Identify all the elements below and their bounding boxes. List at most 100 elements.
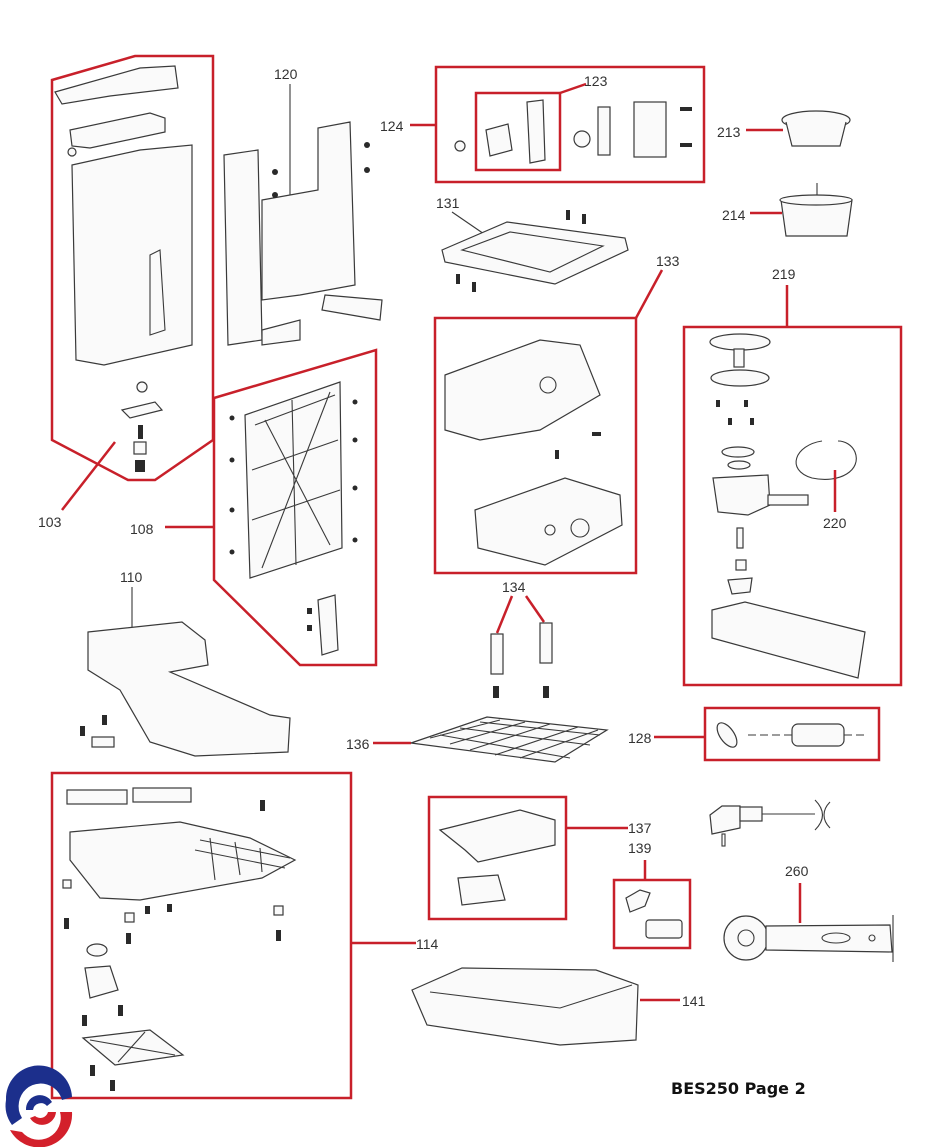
- valve-cap: [136, 381, 148, 393]
- back-panel-ribs: [251, 391, 341, 569]
- tray-float: [457, 874, 506, 906]
- screw: [110, 1080, 115, 1091]
- screw: [272, 192, 278, 198]
- valve-pin: [138, 425, 143, 439]
- pump-bracket: [597, 106, 611, 156]
- brew-head-arm: [767, 494, 809, 506]
- filter-basket-rim: [779, 194, 853, 206]
- screw: [728, 418, 732, 425]
- group-108-back-panel: 108: [130, 348, 378, 667]
- group-133-outline: [433, 316, 638, 575]
- screw: [744, 400, 748, 407]
- pump-screw: [680, 107, 692, 111]
- head-stem: [733, 348, 745, 368]
- screw: [456, 274, 460, 284]
- valve-spring: [133, 441, 147, 455]
- group-128-clamp: 128: [628, 706, 881, 762]
- group-139-outline: [612, 878, 692, 950]
- leader-133: [634, 269, 664, 319]
- screw: [555, 450, 559, 459]
- callout-260: 260: [785, 863, 809, 879]
- tamper-arm: [765, 924, 893, 953]
- callout-219: 219: [772, 266, 796, 282]
- tank-handle: [54, 65, 179, 105]
- shower-holder: [727, 460, 751, 470]
- screw: [566, 210, 570, 220]
- head-top-disc: [709, 333, 771, 351]
- shower-screen: [721, 446, 755, 458]
- bracket-clip: [91, 736, 115, 748]
- callout-134: 134: [502, 579, 526, 595]
- base-grid: [194, 837, 291, 881]
- leg-left: [490, 633, 504, 675]
- screw: [716, 400, 720, 407]
- back-panel-clip: [317, 594, 339, 656]
- group-131-tray-frame: 131: [436, 195, 629, 292]
- screw: [229, 457, 235, 463]
- pump-mount: [84, 965, 119, 999]
- screw: [126, 933, 131, 944]
- screw: [364, 142, 370, 148]
- tank-inner-tube: [149, 249, 166, 336]
- base-plate: [69, 821, 297, 901]
- leg-screw: [493, 686, 499, 698]
- screw: [229, 415, 235, 421]
- group-128-outline: [703, 706, 881, 762]
- screw: [80, 726, 85, 736]
- group-110-bracket: 110: [80, 569, 291, 757]
- screw: [750, 418, 754, 425]
- screw: [307, 608, 312, 614]
- screw: [64, 918, 69, 929]
- leader-131: [451, 211, 488, 237]
- callout-141: 141: [682, 993, 706, 1009]
- callout-214: 214: [722, 207, 746, 223]
- base-pad-right: [132, 787, 192, 803]
- clamp-body: [791, 723, 845, 747]
- group-120-frame: 120: [223, 66, 383, 346]
- callout-128: 128: [628, 730, 652, 746]
- screw: [307, 625, 312, 631]
- screw: [229, 507, 235, 513]
- callout-131: 131: [436, 195, 460, 211]
- screw: [82, 1015, 87, 1026]
- group-114-outline: [50, 771, 353, 1100]
- foot: [273, 905, 284, 916]
- screw: [167, 904, 172, 912]
- leg-right: [539, 622, 553, 664]
- head-gasket: [710, 369, 770, 387]
- drip-grid: [410, 716, 609, 763]
- frame-left-panel: [223, 149, 263, 346]
- logo-inner-red: [30, 1112, 56, 1125]
- tank-body: [71, 144, 193, 366]
- group-114-base: 114: [50, 771, 439, 1100]
- tank-lid: [69, 112, 166, 149]
- drip-tray-rim: [429, 984, 633, 1009]
- knob-cap: [645, 919, 683, 939]
- group-133-housing: 133: [433, 253, 680, 575]
- head-cover: [711, 601, 866, 679]
- pump-cylinder: [485, 123, 513, 157]
- pump-cover: [633, 101, 667, 158]
- callout-114: 114: [416, 936, 439, 952]
- group-139: 139: [612, 840, 692, 950]
- group-219-group-head: 219 220: [682, 266, 903, 687]
- callout-123: 123: [584, 73, 608, 89]
- screw: [118, 1005, 123, 1016]
- pump-diaphragm: [573, 130, 591, 148]
- group-103-outline: [50, 54, 215, 482]
- leader-123: [559, 82, 587, 95]
- callout-136: 136: [346, 736, 370, 752]
- screw: [352, 485, 358, 491]
- group-108-outline: [212, 348, 378, 667]
- cable-clip: [716, 722, 738, 748]
- logo-inner-blue: [25, 1095, 52, 1110]
- screw: [582, 214, 586, 224]
- cord-break: [814, 799, 831, 831]
- pump-screw: [680, 143, 692, 147]
- screw: [472, 282, 476, 292]
- screw: [90, 1065, 95, 1076]
- tray-frame: [441, 221, 629, 285]
- ring-220: [795, 440, 857, 480]
- screw: [352, 537, 358, 543]
- base-pad-left: [66, 789, 128, 805]
